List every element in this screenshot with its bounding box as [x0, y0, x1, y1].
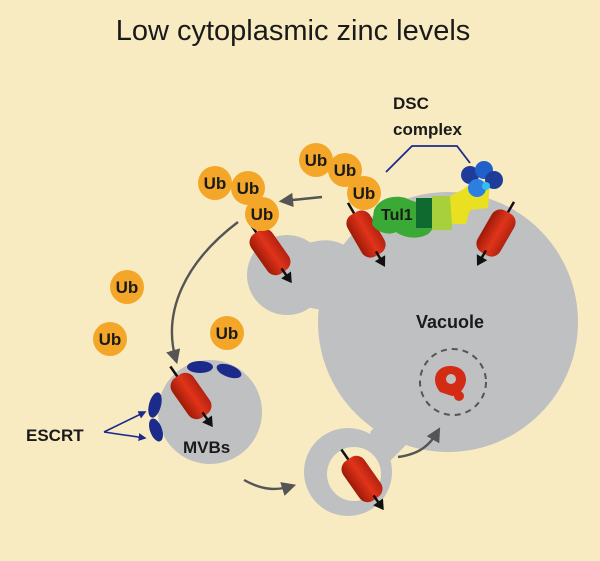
- svg-text:Ub: Ub: [116, 278, 139, 297]
- dsc-complex-icon: [372, 161, 503, 238]
- arrow-icon: [166, 221, 239, 365]
- escrt-arrows: [103, 411, 147, 442]
- ubiquitin-icon: Ub: [299, 143, 333, 177]
- ubiquitin-icon: Ub: [347, 176, 381, 210]
- escrt-icon: [148, 361, 242, 442]
- ubiquitin-icon: Ub: [110, 270, 144, 304]
- ubiquitin-icon: Ub: [245, 197, 279, 231]
- degradation-icon: [435, 366, 466, 401]
- svg-text:Ub: Ub: [99, 330, 122, 349]
- ubiquitin-icon: Ub: [93, 322, 127, 356]
- dsc-bracket: [385, 145, 471, 173]
- ubiquitin-icon: Ub: [231, 171, 265, 205]
- complex-label: complex: [393, 120, 463, 139]
- ubiquitin-group: Ub Ub Ub Ub Ub Ub Ub Ub Ub: [93, 143, 381, 356]
- vacuole-membrane: [247, 192, 578, 516]
- vacuole-label: Vacuole: [416, 312, 484, 332]
- escrt-label: ESCRT: [26, 426, 84, 445]
- degradation-ring: [419, 348, 487, 416]
- pathway-arrows: [166, 192, 441, 496]
- svg-text:Ub: Ub: [237, 179, 260, 198]
- ubiquitin-icon: Ub: [328, 153, 362, 187]
- mvbs-label: MVBs: [183, 438, 230, 457]
- arrow-icon: [278, 192, 323, 208]
- svg-text:Ub: Ub: [216, 324, 239, 343]
- arrow-icon: [397, 427, 441, 459]
- page-title: Low cytoplasmic zinc levels: [116, 15, 471, 47]
- svg-text:Ub: Ub: [334, 161, 357, 180]
- arrow-icon: [243, 478, 297, 496]
- svg-text:Ub: Ub: [305, 151, 328, 170]
- dsc-label: DSC: [393, 94, 429, 113]
- ubiquitin-icon: Ub: [198, 166, 232, 200]
- svg-text:Ub: Ub: [251, 205, 274, 224]
- svg-text:Ub: Ub: [353, 184, 376, 203]
- svg-text:Ub: Ub: [204, 174, 227, 193]
- tul1-label: Tul1: [381, 207, 413, 224]
- ubiquitin-icon: Ub: [210, 316, 244, 350]
